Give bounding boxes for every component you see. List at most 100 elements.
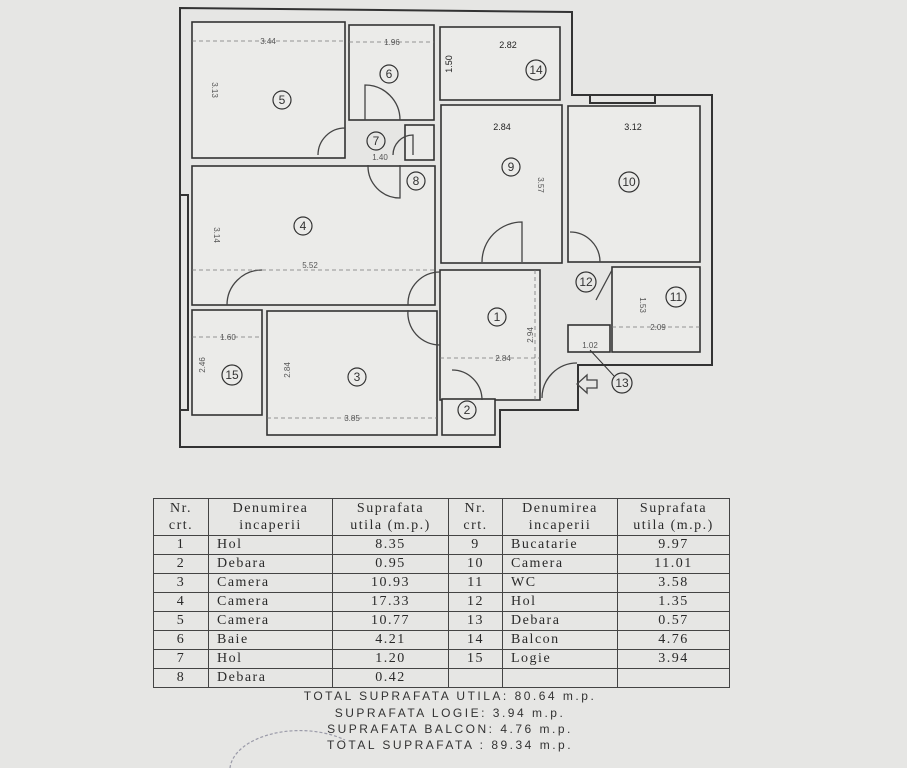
svg-text:5: 5 xyxy=(279,93,286,107)
room-label-1: 1 xyxy=(487,307,507,327)
room-3 xyxy=(266,310,438,436)
door xyxy=(364,84,401,121)
entrance-arrow-icon xyxy=(576,373,598,395)
cell-name: Camera xyxy=(208,573,333,593)
dimension-label: 1.53 xyxy=(638,297,647,313)
dimension-label: 2.09 xyxy=(650,323,666,332)
svg-text:3: 3 xyxy=(354,370,361,384)
cell-nr: 7 xyxy=(153,649,209,669)
cell-area: 11.01 xyxy=(617,554,730,574)
cell-area: 1.35 xyxy=(617,592,730,612)
cell-area xyxy=(617,668,730,688)
door xyxy=(367,164,401,199)
dimension-label: 1.96 xyxy=(384,38,400,47)
svg-text:2: 2 xyxy=(464,403,471,417)
dimension-label: 2.84 xyxy=(493,122,511,132)
svg-text:14: 14 xyxy=(529,63,543,77)
cell-name: Balcon xyxy=(502,630,618,650)
cell-nr: 1 xyxy=(153,535,209,555)
svg-text:7: 7 xyxy=(373,134,380,148)
svg-text:12: 12 xyxy=(579,275,593,289)
room-2 xyxy=(441,398,496,436)
total-usable-area: TOTAL SUPRAFATA UTILA: 80.64 m.p. xyxy=(303,689,597,703)
stamp xyxy=(229,729,346,768)
dimension-label: 3.12 xyxy=(624,122,642,132)
cell-name: Hol xyxy=(208,535,333,555)
dimension-label: 3.13 xyxy=(210,82,219,98)
room-label-14: 14 xyxy=(525,59,547,81)
room-15 xyxy=(191,309,263,416)
cell-name: Camera xyxy=(208,592,333,612)
room-9 xyxy=(440,104,563,264)
room-8 xyxy=(404,124,435,161)
cell-name: Camera xyxy=(208,611,333,631)
cell-nr: 8 xyxy=(153,668,209,688)
door xyxy=(451,369,483,401)
cell-name: WC xyxy=(502,573,618,593)
dimension-label: 2.84 xyxy=(283,362,292,378)
cell-area: 0.95 xyxy=(332,554,449,574)
cell-nr: 2 xyxy=(153,554,209,574)
cell-nr: 10 xyxy=(448,554,503,574)
window xyxy=(589,94,656,104)
total-area: TOTAL SUPRAFATA : 89.34 m.p. xyxy=(326,738,574,752)
door xyxy=(595,269,613,301)
cell-nr: 14 xyxy=(448,630,503,650)
cell-nr: 13 xyxy=(448,611,503,631)
cell-area: 4.21 xyxy=(332,630,449,650)
balcony-area: SUPRAFATA BALCON: 4.76 m.p. xyxy=(327,722,573,736)
cell-name: Hol xyxy=(502,592,618,612)
cell-name: Debara xyxy=(208,554,333,574)
svg-text:15: 15 xyxy=(225,368,239,382)
cell-area: 3.94 xyxy=(617,649,730,669)
door xyxy=(407,309,441,346)
room-6 xyxy=(348,24,435,121)
dimension-label: 3.57 xyxy=(536,177,545,193)
svg-text:4: 4 xyxy=(300,219,307,233)
cell-area: 1.20 xyxy=(332,649,449,669)
room-label-7: 7 xyxy=(366,131,386,151)
room-label-13: 13 xyxy=(589,349,633,394)
door xyxy=(226,269,263,306)
room-10 xyxy=(567,105,701,263)
cell-area: 0.42 xyxy=(332,668,449,688)
door xyxy=(317,127,346,156)
cell-area: 3.58 xyxy=(617,573,730,593)
cell-area: 4.76 xyxy=(617,630,730,650)
room-label-11: 11 xyxy=(665,286,687,308)
header-nr: Nr.crt. xyxy=(448,498,503,536)
svg-text:8: 8 xyxy=(413,174,420,188)
logia-window xyxy=(179,194,189,411)
cell-name: Logie xyxy=(502,649,618,669)
dimension-label: 2.84 xyxy=(495,354,511,363)
cell-area: 0.57 xyxy=(617,611,730,631)
room-label-15: 15 xyxy=(221,364,243,386)
dimension-label: 3.44 xyxy=(260,37,276,46)
dimension-label: 2.94 xyxy=(526,327,535,343)
door xyxy=(481,221,523,263)
loggia-area: SUPRAFATA LOGIE: 3.94 m.p. xyxy=(334,706,566,720)
dimension-label: 1.40 xyxy=(372,153,388,162)
room-label-5: 5 xyxy=(272,90,292,110)
dimension-label: 2.82 xyxy=(499,40,517,50)
cell-name: Debara xyxy=(502,611,618,631)
room-11 xyxy=(611,266,701,353)
cell-nr: 9 xyxy=(448,535,503,555)
room-label-9: 9 xyxy=(501,157,521,177)
room-1 xyxy=(439,269,541,401)
room-label-6: 6 xyxy=(379,64,399,84)
room-14 xyxy=(439,26,561,101)
